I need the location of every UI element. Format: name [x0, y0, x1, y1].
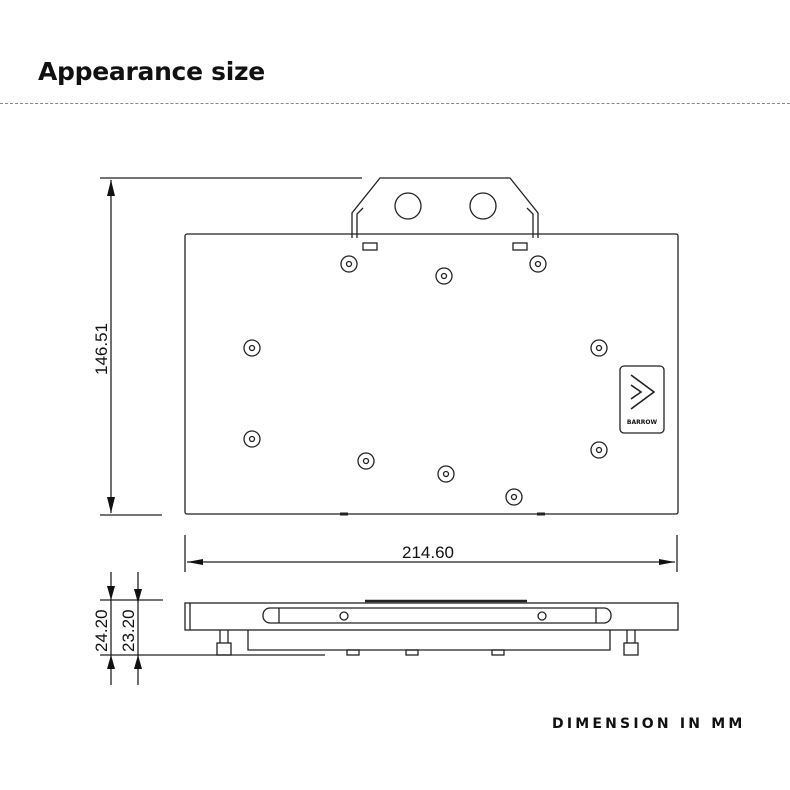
units-note: DIMENSION IN MM — [552, 716, 746, 732]
dashed-divider — [0, 103, 790, 104]
mount-holes — [243, 255, 608, 506]
port-left — [394, 192, 422, 220]
total-thickness-label: 24.20 — [92, 609, 111, 652]
terminal-bracket — [351, 177, 539, 238]
logo-text: BARROW — [627, 419, 658, 426]
block-top-view — [184, 233, 679, 515]
port-right — [469, 192, 497, 220]
body-thickness-label: 23.20 — [119, 609, 138, 652]
height-dimension-label: 146.51 — [92, 323, 111, 375]
page-title: Appearance size — [38, 57, 265, 86]
logo-badge — [619, 365, 665, 434]
block-side-view — [184, 602, 679, 631]
width-dimension-label: 214.60 — [402, 543, 454, 562]
